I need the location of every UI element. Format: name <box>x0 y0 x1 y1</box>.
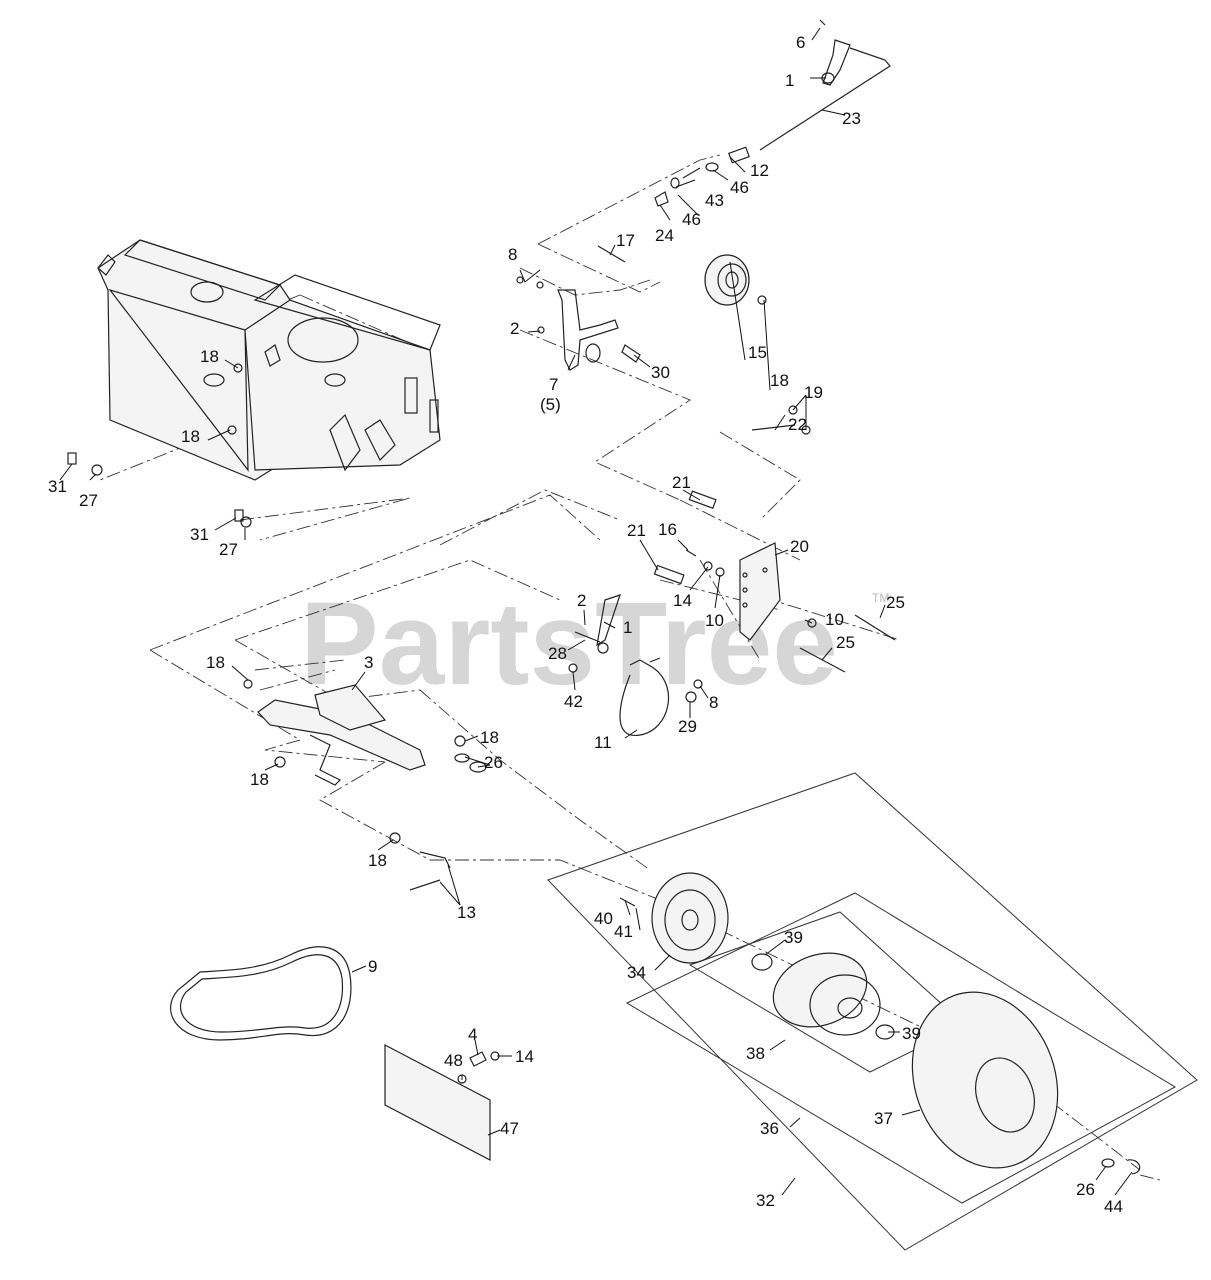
callout-39: 39 <box>784 928 803 947</box>
callout-43: 43 <box>705 191 724 210</box>
callout-21: 21 <box>627 521 646 540</box>
callout-12: 12 <box>750 161 769 180</box>
callout-9: 9 <box>368 957 377 976</box>
callout-8: 8 <box>709 693 718 712</box>
callout-24: 24 <box>655 226 674 245</box>
callout-22: 22 <box>788 415 807 434</box>
callout-13: 13 <box>457 903 476 922</box>
callout-37: 37 <box>874 1109 893 1128</box>
lever-assembly-part <box>243 679 487 891</box>
callout-46: 46 <box>730 178 749 197</box>
callout-41: 41 <box>614 922 633 941</box>
callout-18: 18 <box>770 371 789 390</box>
wheel-assembly-boxes <box>547 772 1198 1251</box>
callout-10: 10 <box>705 611 724 630</box>
callout-6: 6 <box>796 33 805 52</box>
callout-40: 40 <box>594 909 613 928</box>
callout-23: 23 <box>842 109 861 128</box>
callout-20: 20 <box>790 537 809 556</box>
callout-36: 36 <box>760 1119 779 1138</box>
callout-27: 27 <box>219 540 238 559</box>
watermark-trademark: TM <box>872 591 889 605</box>
callout-25: 25 <box>836 633 855 652</box>
callout-25: 25 <box>886 593 905 612</box>
callout-2: 2 <box>510 319 519 338</box>
middle-parts <box>568 490 896 736</box>
callout-15: 15 <box>748 343 767 362</box>
callout-18: 18 <box>206 653 225 672</box>
callout-1: 1 <box>785 71 794 90</box>
callout-4: 4 <box>468 1025 477 1044</box>
callout-21: 21 <box>672 473 691 492</box>
callout-46: 46 <box>682 210 701 229</box>
callout-1: 1 <box>623 618 632 637</box>
callout-27: 27 <box>79 491 98 510</box>
callout-29: 29 <box>678 717 697 736</box>
callout-26: 26 <box>484 753 503 772</box>
callout-18: 18 <box>368 851 387 870</box>
callout-14: 14 <box>515 1047 534 1066</box>
callout-8: 8 <box>508 245 517 264</box>
callout-31: 31 <box>48 477 67 496</box>
callout-labels: 6 1 23 12 46 43 46 24 17 8 2 7 (5) 30 15… <box>48 33 1123 1216</box>
callout-39: 39 <box>902 1024 921 1043</box>
callout-34: 34 <box>627 963 646 982</box>
callout-11: 11 <box>594 733 612 752</box>
callout-48: 48 <box>444 1051 463 1070</box>
callout-2: 2 <box>577 591 586 610</box>
callout-7: 7 <box>549 375 558 394</box>
callout-16: 16 <box>658 520 677 539</box>
callout-30: 30 <box>651 363 670 382</box>
callout-18: 18 <box>250 770 269 789</box>
lower-plate-part <box>384 1044 500 1161</box>
wheel-parts <box>619 872 1141 1175</box>
callout-47: 47 <box>500 1119 519 1138</box>
callout-42: 42 <box>564 692 583 711</box>
main-frame-part <box>97 239 441 481</box>
callout-18: 18 <box>480 728 499 747</box>
leader-lines <box>59 27 1133 1196</box>
callout-19: 19 <box>804 383 823 402</box>
callout-5: (5) <box>540 395 561 414</box>
callout-18: 18 <box>200 347 219 366</box>
callout-26: 26 <box>1076 1180 1095 1199</box>
callout-32: 32 <box>756 1191 775 1210</box>
callout-31: 31 <box>190 525 209 544</box>
callout-14: 14 <box>673 591 692 610</box>
callout-28: 28 <box>548 644 567 663</box>
callout-10: 10 <box>825 610 844 629</box>
belt-part <box>169 946 352 1041</box>
callout-17: 17 <box>616 231 635 250</box>
upper-linkage-parts <box>516 19 891 435</box>
callout-3: 3 <box>364 653 373 672</box>
callout-44: 44 <box>1104 1197 1123 1216</box>
callout-38: 38 <box>746 1044 765 1063</box>
callout-18: 18 <box>181 427 200 446</box>
